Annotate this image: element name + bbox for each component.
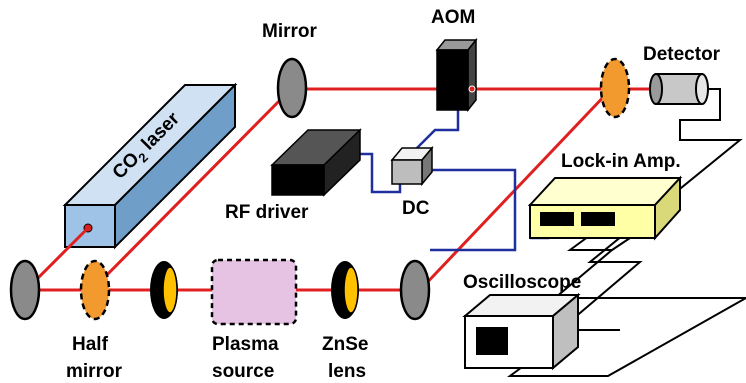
detector-label: Detector (643, 44, 721, 65)
detector-wires (506, 88, 746, 377)
lockin-label: Lock-in Amp. (561, 151, 681, 172)
wire-lockin-oscilloscope (506, 227, 746, 377)
signal-cables (350, 108, 550, 252)
dc-label: DC (402, 198, 430, 219)
cable-dc-to-aom (414, 108, 460, 151)
oscilloscope-label: Oscilloscope (463, 272, 581, 293)
rf-driver-label: RF driver (225, 202, 309, 223)
beam-diagonal-to-mirror (90, 88, 292, 292)
rf-driver-device (270, 128, 362, 197)
dc-device (390, 145, 434, 187)
plasma-source-box (210, 258, 298, 326)
plasma-label-line2: source (212, 361, 274, 382)
lockin-display-1 (540, 212, 574, 226)
oscilloscope-device (462, 292, 581, 371)
lockin-amp-device (527, 175, 683, 241)
left-mirror (9, 259, 41, 321)
mirror-bottom-right (399, 259, 431, 321)
znse-label-line2: lens (328, 361, 366, 382)
znse-lens (331, 261, 359, 319)
znse-label-line1: ZnSe (322, 334, 368, 355)
half-mirror-bottom (79, 259, 111, 321)
detector-device (649, 73, 709, 105)
cable-dc-to-lockin (430, 168, 517, 252)
aom-device (435, 37, 478, 113)
half-mirror-top (599, 57, 631, 119)
half-mirror-label-line1: Half (72, 334, 109, 355)
plasma-label-line1: Plasma (212, 334, 279, 355)
wire-lockin-stub (611, 237, 631, 251)
wire-detector-lockin (557, 88, 743, 331)
lens-left (150, 261, 178, 319)
oscilloscope-screen (476, 327, 508, 355)
half-mirror-label-line2: mirror (66, 361, 123, 382)
aom-label: AOM (431, 7, 475, 28)
cable-rf-to-dc (350, 152, 402, 194)
mirror-label: Mirror (262, 21, 318, 42)
lockin-display-2 (581, 212, 615, 226)
co2-laser (62, 82, 238, 250)
mirror-top (276, 57, 308, 119)
